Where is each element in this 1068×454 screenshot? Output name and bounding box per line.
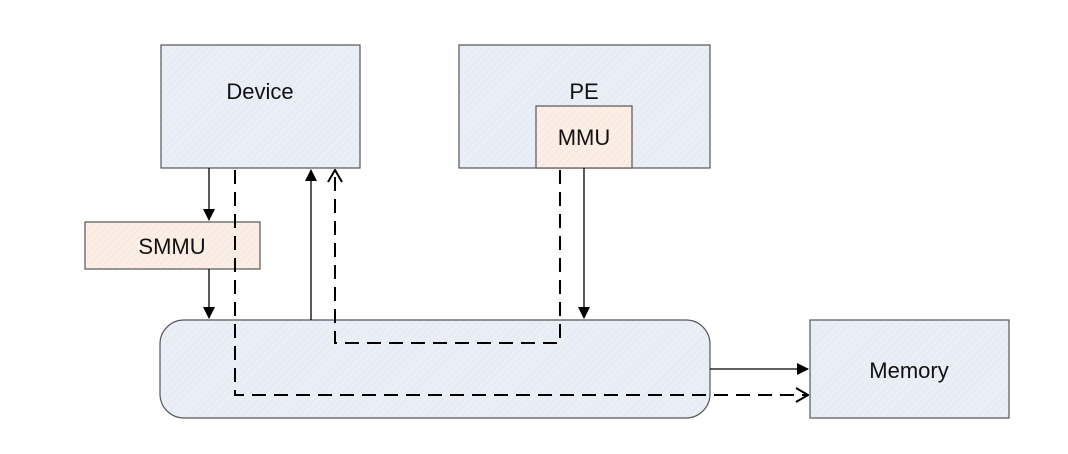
interconnect-node xyxy=(159,319,711,419)
mmu-to-device-dashed-path xyxy=(335,170,561,344)
device-label: Device xyxy=(226,79,293,104)
mmu-label: MMU xyxy=(558,125,611,150)
device-node: Device xyxy=(160,44,361,169)
smmu-node: SMMU xyxy=(84,221,261,270)
mmu-node: MMU xyxy=(535,105,633,169)
memory-label: Memory xyxy=(869,358,948,383)
memory-node: Memory xyxy=(809,319,1010,419)
device-to-memory-dashed-path xyxy=(234,170,808,395)
smmu-label: SMMU xyxy=(138,234,205,259)
pe-label: PE xyxy=(569,79,598,104)
